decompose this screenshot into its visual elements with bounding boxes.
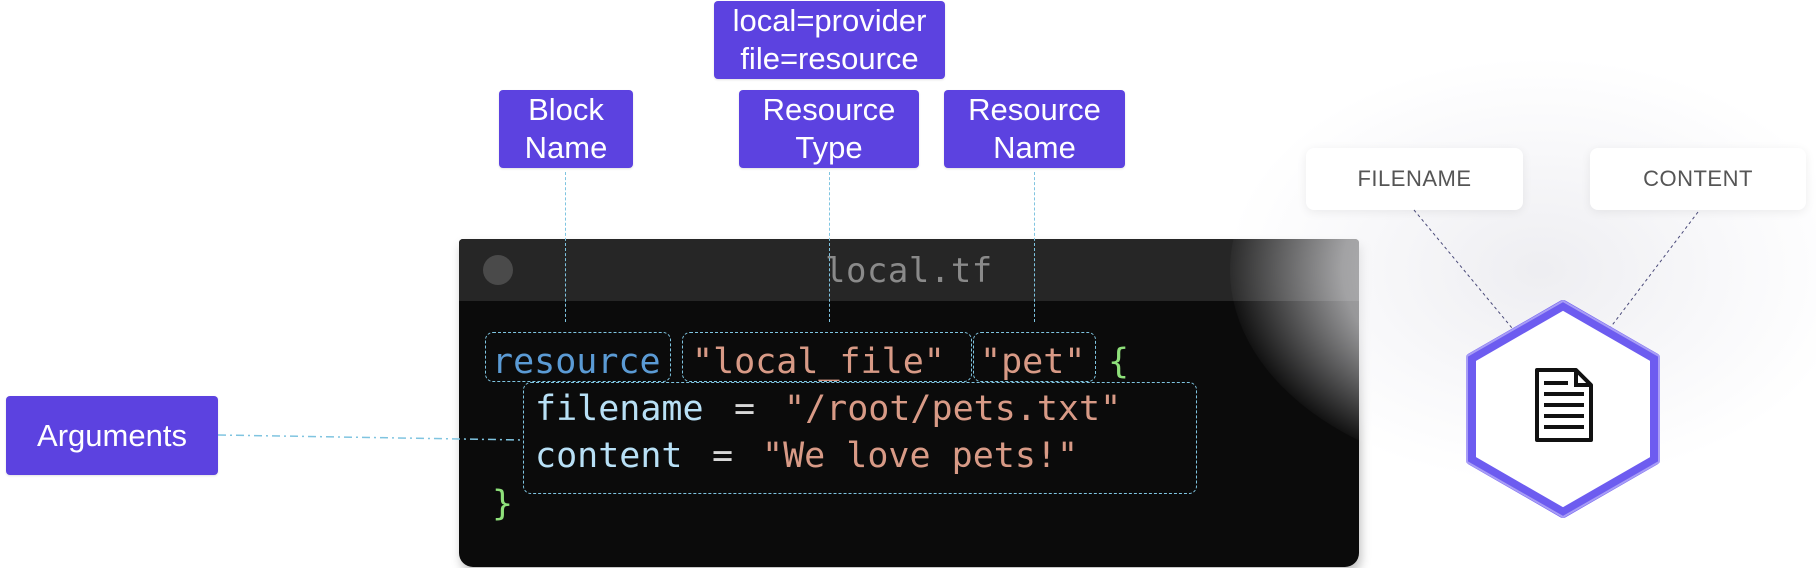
- resource-type-connector: [829, 172, 830, 322]
- resource-type-highlight: [682, 332, 972, 382]
- open-brace: {: [1108, 342, 1130, 382]
- resource-name-label: Resource Name: [944, 90, 1125, 168]
- editor-titlebar: local.tf: [459, 239, 1359, 301]
- close-brace: }: [492, 484, 514, 524]
- editor-filename: local.tf: [825, 251, 993, 291]
- arguments-label: Arguments: [6, 396, 218, 475]
- document-icon: [1535, 368, 1593, 442]
- content-argument: content: [535, 436, 683, 476]
- provider-resource-note: local=provider file=resource: [714, 1, 945, 79]
- arguments-connector: [217, 434, 524, 441]
- filename-value: "/root/pets.txt": [784, 389, 1122, 429]
- filename-argument: filename: [535, 389, 704, 429]
- arguments-highlight: [523, 382, 1197, 494]
- block-name-connector: [565, 172, 566, 322]
- window-control-dot[interactable]: [483, 255, 513, 285]
- block-name-highlight: [485, 332, 671, 382]
- resource-keyword: resource: [492, 342, 661, 382]
- resource-name-string: "pet": [980, 342, 1086, 382]
- filename-card-connector: [1413, 209, 1513, 329]
- filename-equals: =: [734, 389, 756, 429]
- resource-type-label: Resource Type: [739, 90, 919, 168]
- block-name-label: Block Name: [499, 90, 633, 168]
- content-card-connector: [1609, 211, 1699, 329]
- code-editor-window: local.tf resource "local_file" "pet" { f…: [459, 239, 1359, 567]
- filename-card: FILENAME: [1306, 148, 1523, 210]
- content-equals: =: [712, 436, 734, 476]
- content-value: "We love pets!": [762, 436, 1079, 476]
- resource-type-string: "local_file": [692, 342, 945, 382]
- resource-name-highlight: [973, 332, 1096, 382]
- content-card: CONTENT: [1590, 148, 1806, 210]
- resource-name-connector: [1034, 172, 1035, 322]
